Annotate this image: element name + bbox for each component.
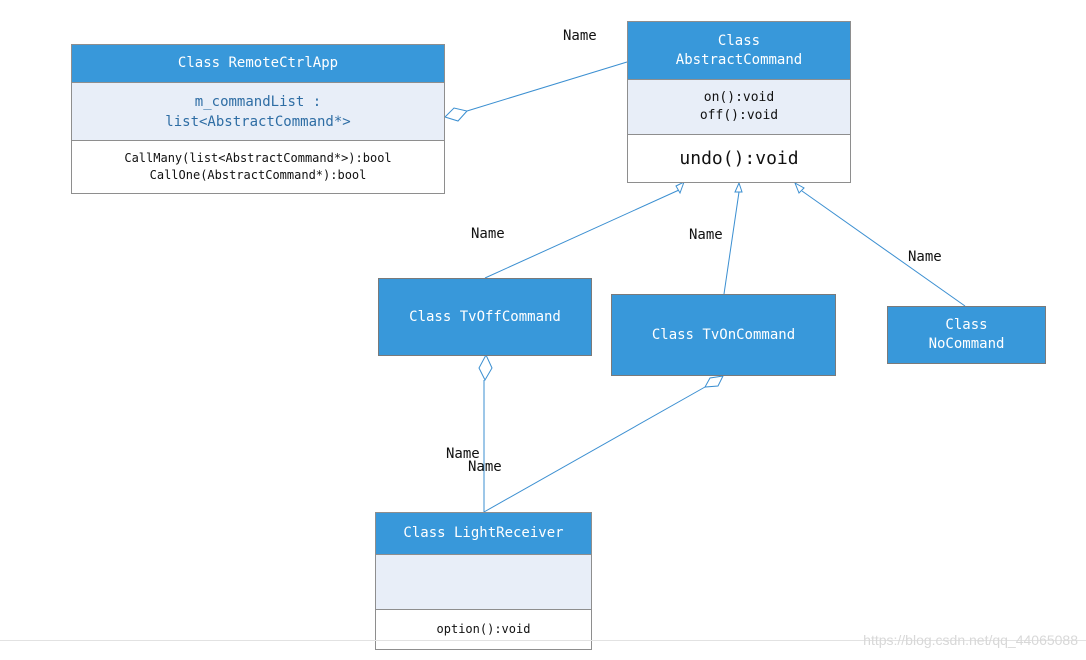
- operation-compartment: undo():void: [628, 134, 850, 182]
- edge-label-tvoff-light: Name: [446, 446, 480, 462]
- connector-nocmd-abstract: [801, 190, 966, 307]
- class-tv-on-command[interactable]: Class TvOnCommand: [611, 294, 836, 376]
- operation-compartment: option():void: [376, 609, 591, 649]
- operation-line: CallMany(list<AbstractCommand*>):bool: [124, 151, 392, 165]
- class-header: Class NoCommand: [888, 307, 1045, 363]
- attribute-line: list<AbstractCommand*>: [165, 113, 351, 130]
- class-abstract-command[interactable]: Class AbstractCommand on():void off():vo…: [627, 21, 851, 183]
- generalization-arrow: [734, 181, 743, 193]
- edge-label-nocmd-abstract: Name: [908, 249, 942, 265]
- class-header: Class AbstractCommand: [628, 22, 850, 79]
- class-light-receiver[interactable]: Class LightReceiver option():void: [375, 512, 592, 650]
- connector-remote-abstract: [466, 61, 628, 112]
- class-remote-ctrl-app[interactable]: Class RemoteCtrlApp m_commandList : list…: [71, 44, 445, 194]
- generalization-arrow: [675, 180, 685, 195]
- aggregation-diamond: [478, 353, 493, 382]
- aggregation-diamond: [444, 107, 468, 122]
- attribute-line: on():void: [703, 90, 775, 105]
- class-header: Class TvOnCommand: [612, 295, 835, 375]
- connector-tvon-light: [483, 386, 706, 513]
- class-title-line: Class: [945, 317, 988, 333]
- class-tv-off-command[interactable]: Class TvOffCommand: [378, 278, 592, 356]
- class-header: Class LightReceiver: [376, 513, 591, 554]
- edge-label-tvon-abstract: Name: [689, 227, 723, 243]
- attribute-compartment: m_commandList : list<AbstractCommand*>: [72, 82, 444, 140]
- aggregation-diamond: [704, 375, 724, 388]
- attribute-line: m_commandList :: [194, 93, 322, 110]
- class-no-command[interactable]: Class NoCommand: [887, 306, 1046, 364]
- attribute-line: off():void: [699, 108, 779, 123]
- class-title: Class LightReceiver: [403, 525, 564, 541]
- operation-line: CallOne(AbstractCommand*):bool: [149, 168, 367, 182]
- operation-compartment: CallMany(list<AbstractCommand*>):bool Ca…: [72, 140, 444, 193]
- attribute-compartment: [376, 554, 591, 609]
- class-title-line: Class: [717, 32, 761, 49]
- class-title-line: NoCommand: [928, 336, 1005, 352]
- class-header: Class TvOffCommand: [379, 279, 591, 355]
- page-baseline: [0, 640, 1086, 641]
- operation-line: option():void: [436, 622, 531, 636]
- class-title-line: AbstractCommand: [675, 51, 803, 68]
- edge-label-tvon-light: Name: [468, 459, 502, 475]
- watermark: https://blog.csdn.net/qq_44065088: [863, 632, 1078, 648]
- class-title: Class TvOnCommand: [651, 326, 796, 343]
- class-title: Class TvOffCommand: [409, 308, 561, 325]
- class-header: Class RemoteCtrlApp: [72, 45, 444, 82]
- edge-label-remote-abstract: Name: [563, 28, 597, 44]
- attribute-compartment: on():void off():void: [628, 79, 850, 134]
- edge-label-tvoff-abstract: Name: [471, 226, 505, 242]
- class-title: Class RemoteCtrlApp: [177, 55, 339, 71]
- connector-tvon-abstract: [723, 191, 740, 295]
- connector-tvoff-abstract: [484, 189, 680, 279]
- generalization-arrow: [794, 181, 805, 194]
- operation-line: undo():void: [679, 148, 799, 169]
